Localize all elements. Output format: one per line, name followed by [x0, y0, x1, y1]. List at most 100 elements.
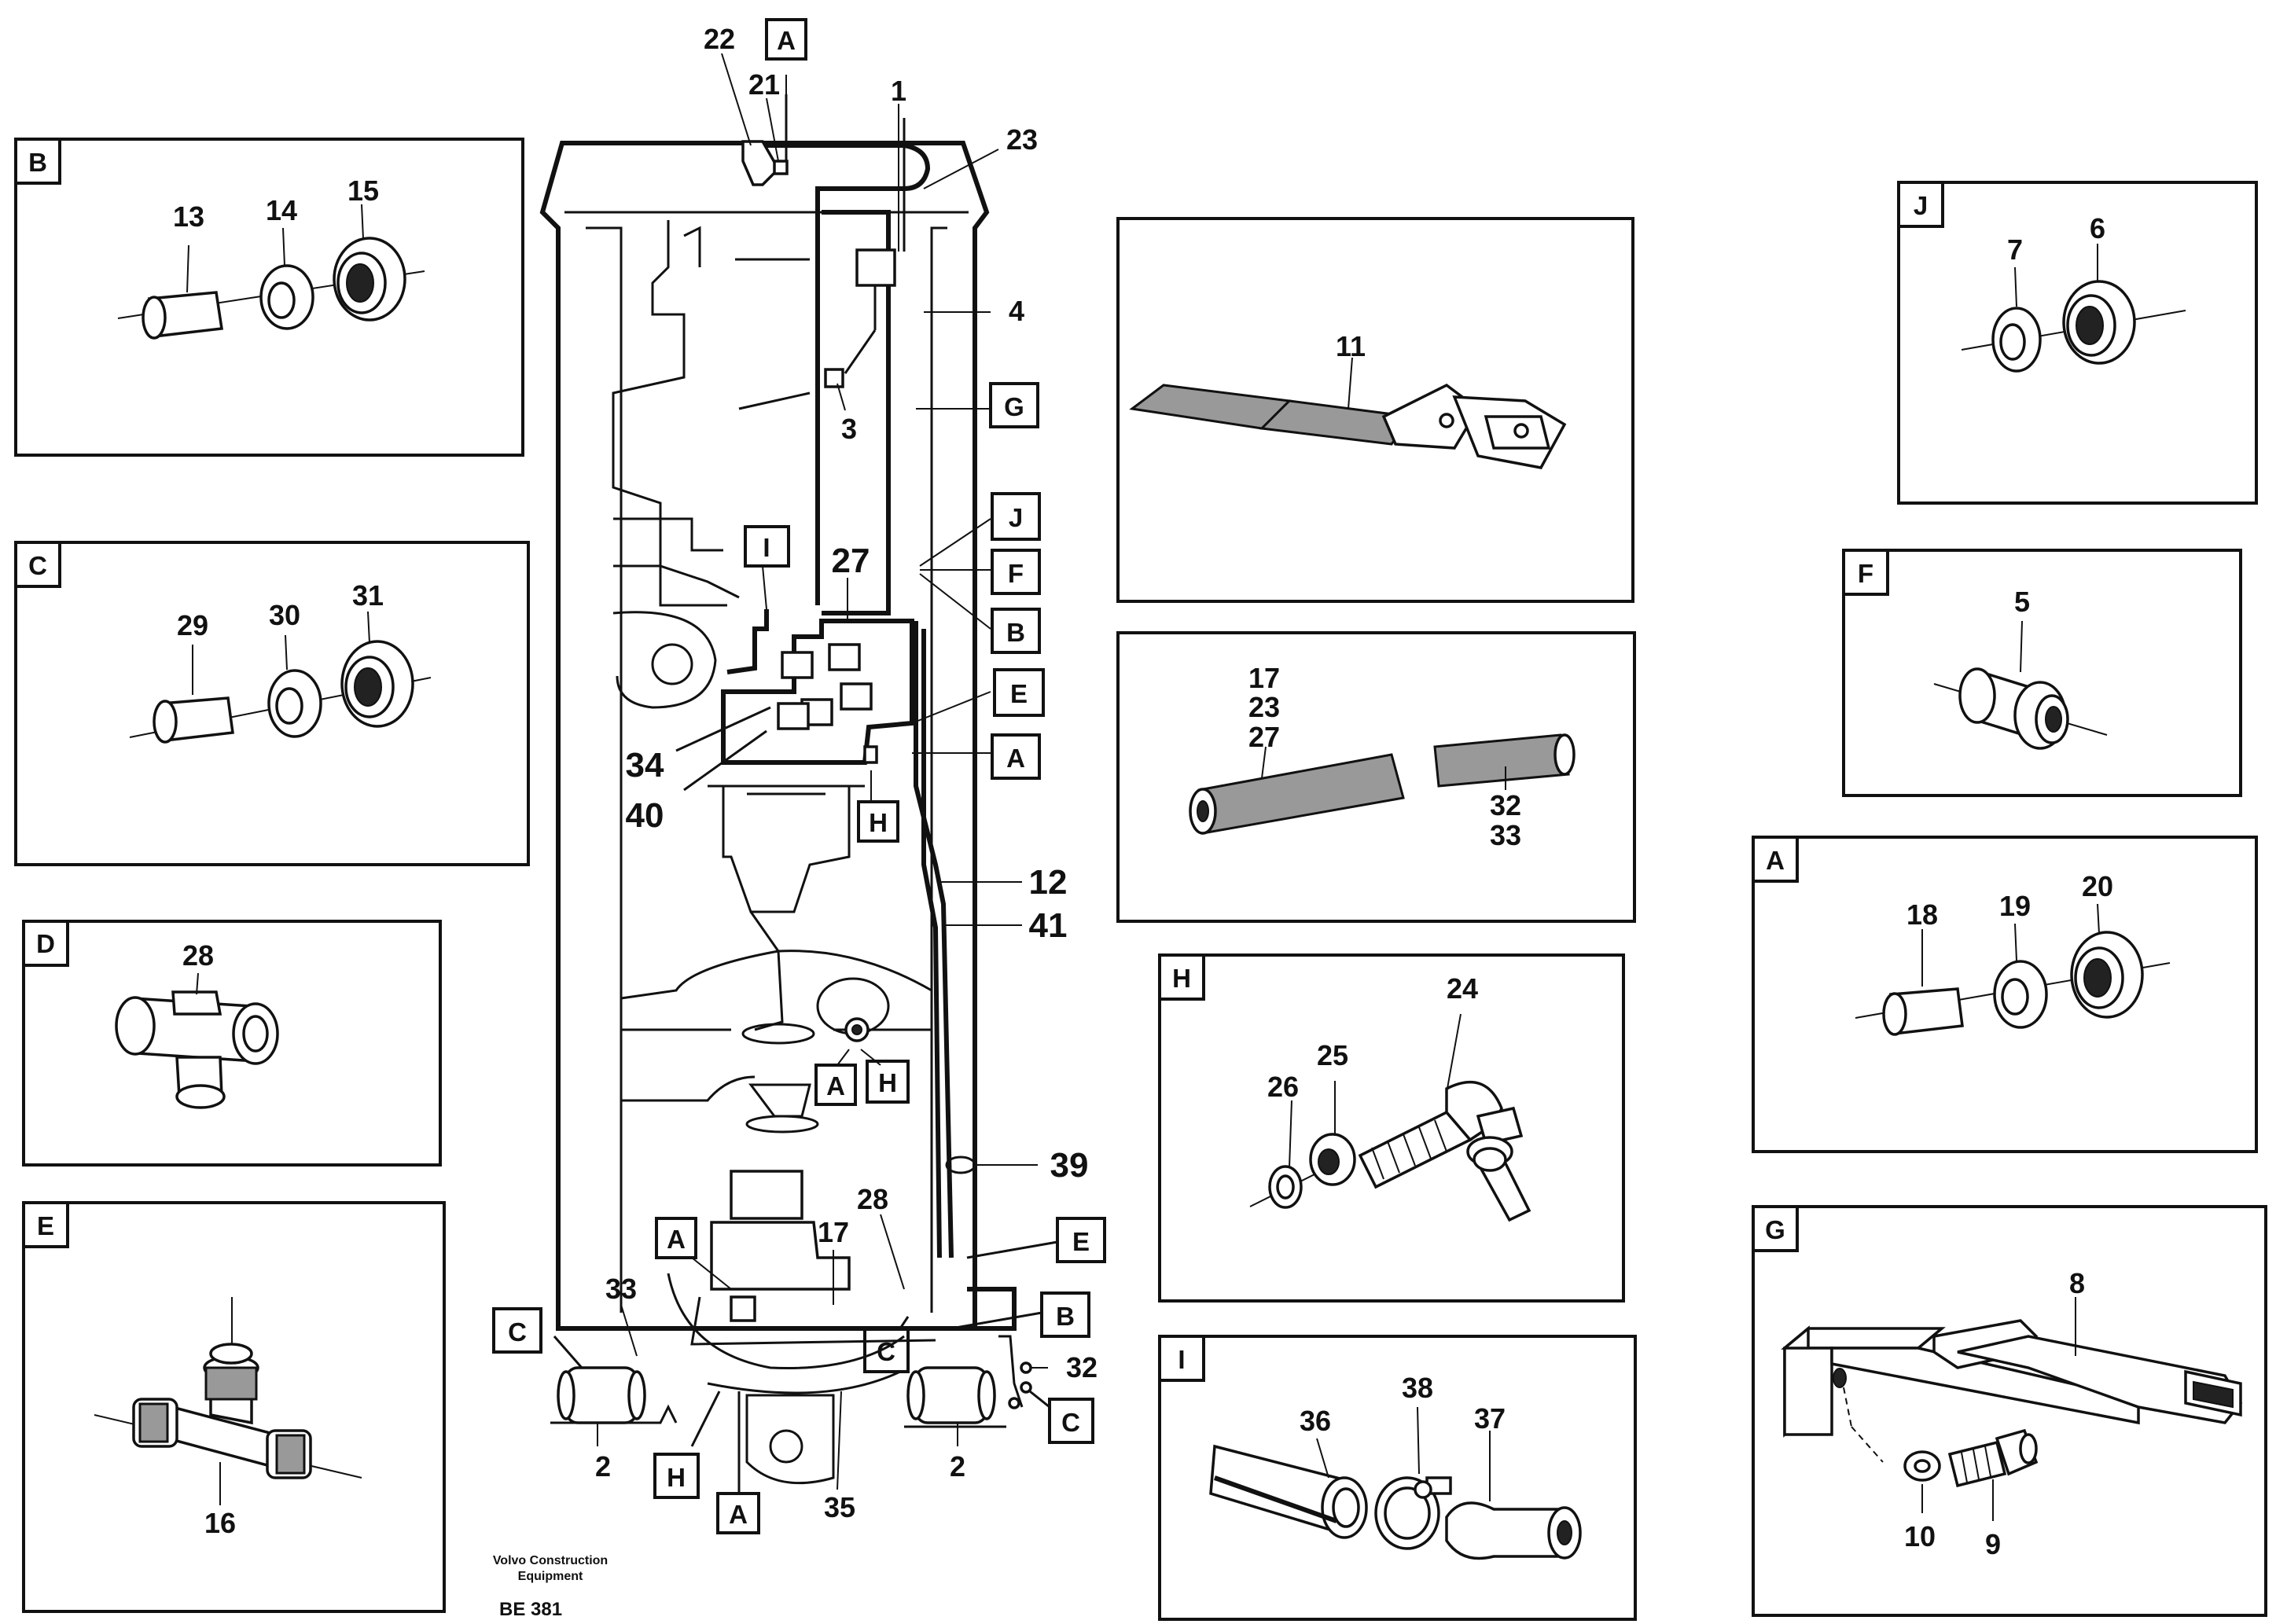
- part-number: 24: [1447, 972, 1478, 1005]
- tag-label: H: [667, 1463, 686, 1492]
- tag-label: B: [1056, 1302, 1075, 1331]
- part-number: 34: [626, 746, 664, 784]
- bolt: [1947, 1428, 2039, 1488]
- inset-e: E 16: [22, 1201, 446, 1613]
- part-number: 4: [1009, 295, 1024, 327]
- part-number: 37: [1474, 1402, 1506, 1435]
- tag-label: C: [877, 1337, 895, 1366]
- part-number: 38: [1402, 1372, 1433, 1404]
- ring: [259, 264, 314, 330]
- inset-j-tag: J: [1914, 191, 1928, 220]
- part-number: 33: [1490, 819, 1521, 851]
- inset-h: H 26 25 24: [1158, 953, 1625, 1303]
- tag-label: J: [1009, 503, 1023, 532]
- part-number: 39: [1050, 1146, 1089, 1185]
- t-fitting: [115, 990, 279, 1109]
- drawing-code: BE 381: [499, 1599, 562, 1620]
- nut: [1309, 1133, 1356, 1186]
- brand-line-2: Equipment: [518, 1570, 583, 1583]
- tag-label: E: [1072, 1227, 1090, 1256]
- part-number: 9: [1985, 1528, 2001, 1560]
- part-number: 5: [2014, 586, 2030, 618]
- tag-label: E: [1010, 679, 1028, 708]
- part-number: 13: [173, 200, 204, 233]
- inset-g: G 8 10 9: [1752, 1205, 2267, 1617]
- tag-label: A: [729, 1500, 748, 1529]
- main-tags: A G J F B I E A H A H A E B C C C H A: [492, 18, 1106, 1534]
- part-number: 25: [1317, 1039, 1348, 1071]
- inset-d-tag: D: [36, 929, 55, 958]
- inset-i: I 36 38 37: [1158, 1335, 1637, 1621]
- part-number: 40: [626, 796, 664, 835]
- part-number: 27: [832, 542, 870, 580]
- part-number: 17: [1248, 662, 1280, 694]
- part-number: 32: [1066, 1351, 1098, 1383]
- part-number: 21: [748, 68, 780, 101]
- inset-a-tag: A: [1766, 846, 1785, 875]
- tag-label: B: [1006, 618, 1025, 647]
- sleeve: [142, 291, 224, 340]
- tee-assembly: [132, 1343, 312, 1479]
- part-number: 22: [704, 23, 735, 55]
- part-number: 29: [177, 609, 208, 641]
- inset-j: J 7 6: [1897, 181, 2258, 505]
- part-number: 15: [347, 175, 379, 207]
- tag-label: H: [869, 808, 888, 837]
- inset-belt: 11: [1116, 217, 1634, 603]
- part-number: 12: [1029, 863, 1068, 902]
- part-number: 17: [818, 1216, 849, 1248]
- inset-i-tag: I: [1178, 1345, 1185, 1374]
- part-number: 32: [1490, 789, 1521, 821]
- part-number: 1: [891, 75, 906, 107]
- part-number: 31: [352, 579, 384, 612]
- part-number: 35: [824, 1491, 855, 1523]
- tag-label: C: [1061, 1408, 1080, 1437]
- main-schematic: [539, 94, 1032, 1485]
- inset-b-tag: B: [28, 148, 47, 177]
- inset-c: C 29 30 31: [14, 541, 530, 866]
- tag-label: F: [1008, 559, 1024, 588]
- part-number: 2: [595, 1450, 611, 1483]
- part-number: 20: [2082, 870, 2113, 902]
- part-number: 14: [266, 194, 297, 226]
- pipe: [1209, 1444, 1368, 1539]
- tag-label: A: [667, 1225, 686, 1254]
- tag-label: A: [1006, 744, 1025, 773]
- tag-label: I: [763, 533, 770, 562]
- hose-end: [1445, 1501, 1582, 1560]
- part-number: 2: [950, 1450, 965, 1483]
- inset-f-tag: F: [1858, 559, 1873, 588]
- part-number: 30: [269, 599, 300, 631]
- part-number: 18: [1906, 898, 1938, 931]
- tag-label: G: [1004, 392, 1024, 421]
- part-number: 10: [1904, 1520, 1936, 1552]
- part-number: 8: [2069, 1267, 2085, 1299]
- part-number: 3: [841, 413, 857, 445]
- part-number: 41: [1029, 906, 1068, 945]
- part-number: 33: [605, 1273, 637, 1305]
- inset-f: F 5: [1842, 549, 2242, 797]
- part-number: 23: [1248, 691, 1280, 723]
- part-number: 28: [182, 939, 214, 972]
- part-number: 36: [1300, 1405, 1331, 1437]
- washer: [1903, 1450, 1941, 1482]
- inset-e-tag: E: [37, 1211, 54, 1240]
- part-number: 7: [2007, 233, 2023, 266]
- air-tank-left: [550, 1366, 678, 1424]
- inset-c-tag: C: [28, 551, 47, 580]
- brand-line-1: Volvo Construction: [493, 1554, 608, 1567]
- inset-hose: 17 23 27 32 33: [1116, 631, 1636, 923]
- inset-h-tag: H: [1172, 964, 1191, 993]
- inset-g-tag: G: [1765, 1215, 1785, 1244]
- hose-elbow: [1358, 1081, 1531, 1222]
- bracket: [1781, 1319, 2243, 1438]
- inset-d: D 28: [22, 920, 442, 1167]
- inset-b: B 13 14 15: [14, 138, 524, 457]
- part-number: 19: [1999, 890, 2031, 922]
- tag-label: A: [826, 1071, 845, 1100]
- inset-a: A 18 19 20: [1752, 836, 2258, 1153]
- part-number: 23: [1006, 123, 1038, 156]
- hose-clamp: [1374, 1476, 1452, 1550]
- part-number: 26: [1267, 1071, 1299, 1103]
